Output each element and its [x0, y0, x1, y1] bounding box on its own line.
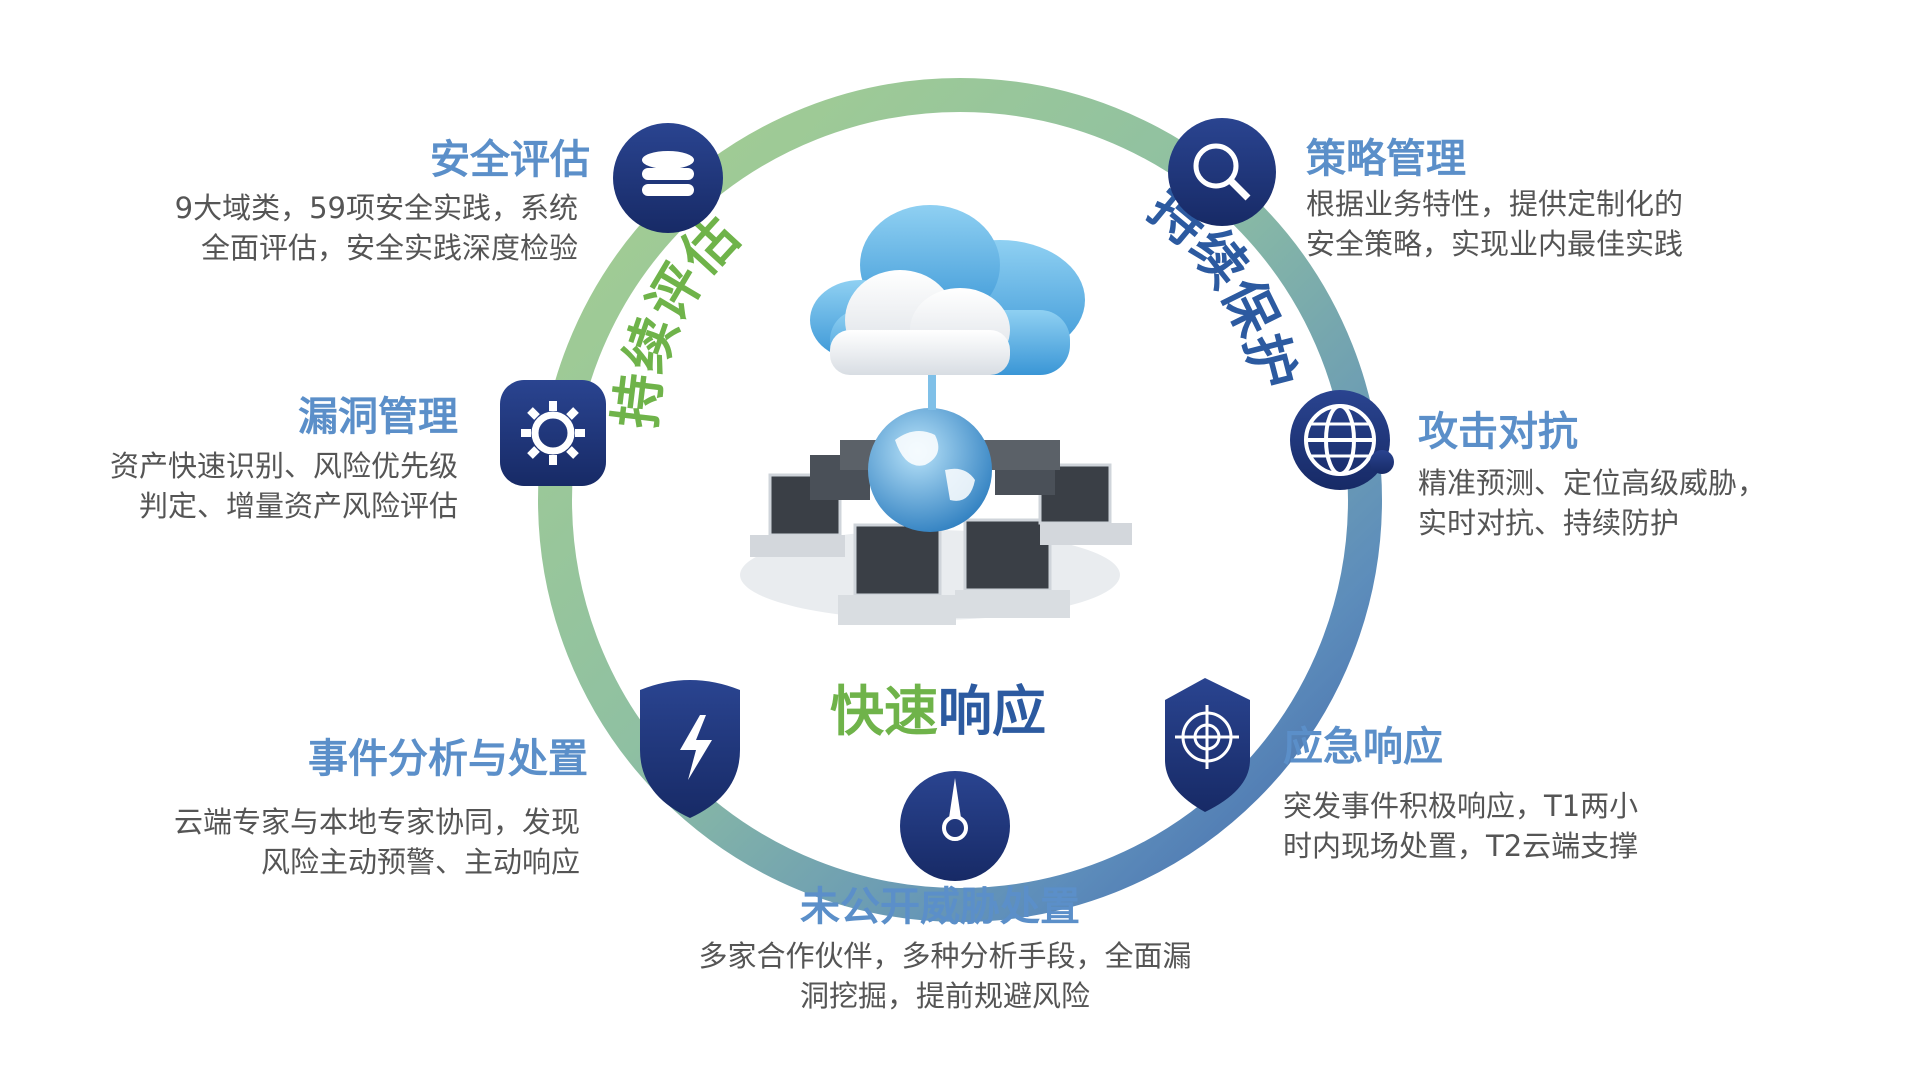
node-desc-attack-defense-line1: 精准预测、定位高级威胁， [1418, 466, 1766, 500]
node-desc-incident-analysis-line1: 云端专家与本地专家协同，发现 [174, 805, 580, 839]
gear-icon [500, 380, 606, 486]
magnifier-icon [1168, 118, 1276, 226]
laptop-icon [955, 518, 1070, 618]
node-title-zero-day-response: 未公开威胁处置 [800, 884, 1080, 930]
node-title-safety-assessment: 安全评估 [430, 137, 590, 183]
laptop-icon [1038, 463, 1132, 545]
node-title-vulnerability-management: 漏洞管理 [298, 394, 458, 440]
laptop-icon [750, 473, 845, 557]
node-desc-vulnerability-management-line2: 判定、增量资产风险评估 [139, 489, 458, 523]
node-desc-zero-day-response-line1: 多家合作伙伴，多种分析手段，全面漏 [698, 939, 1191, 973]
laptop-icon [838, 523, 956, 625]
cloud-illustration [810, 205, 1085, 375]
node-title-attack-defense: 攻击对抗 [1418, 409, 1578, 455]
cloud-network-illustration [740, 205, 1132, 625]
database-icon [613, 123, 723, 233]
lightning-shield-icon [640, 680, 740, 818]
node-desc-policy-management-line1: 根据业务特性，提供定制化的 [1306, 187, 1683, 221]
node-desc-policy-management-line2: 安全策略，实现业内最佳实践 [1306, 227, 1683, 261]
node-desc-attack-defense-line2: 实时对抗、持续防护 [1418, 506, 1679, 540]
node-desc-emergency-response-line2: 时内现场处置，T2云端支撑 [1283, 829, 1638, 863]
globe-illustration [868, 408, 992, 532]
node-desc-safety-assessment-line2: 全面评估，安全实践深度检验 [201, 231, 578, 265]
node-desc-safety-assessment-line1: 9大域类，59项安全实践，系统 [175, 191, 578, 225]
target-icon [1165, 678, 1250, 812]
node-title-incident-analysis: 事件分析与处置 [308, 736, 588, 782]
node-desc-zero-day-response-line2: 洞挖掘，提前规避风险 [800, 979, 1090, 1013]
node-desc-vulnerability-management-line1: 资产快速识别、风险优先级 [110, 449, 458, 483]
node-desc-incident-analysis-line2: 风险主动预警、主动响应 [261, 845, 580, 879]
node-title-policy-management: 策略管理 [1306, 136, 1466, 182]
cycle-ring [538, 78, 1382, 922]
globe-icon [1290, 390, 1394, 490]
center-label-rapid-response: 快速响应 [830, 680, 1046, 743]
compass-icon [900, 771, 1010, 881]
node-desc-emergency-response-line1: 突发事件积极响应，T1两小 [1283, 789, 1638, 823]
arc-label-continuous-assessment: 持续评估 [604, 204, 751, 431]
node-title-emergency-response: 应急响应 [1283, 724, 1443, 770]
